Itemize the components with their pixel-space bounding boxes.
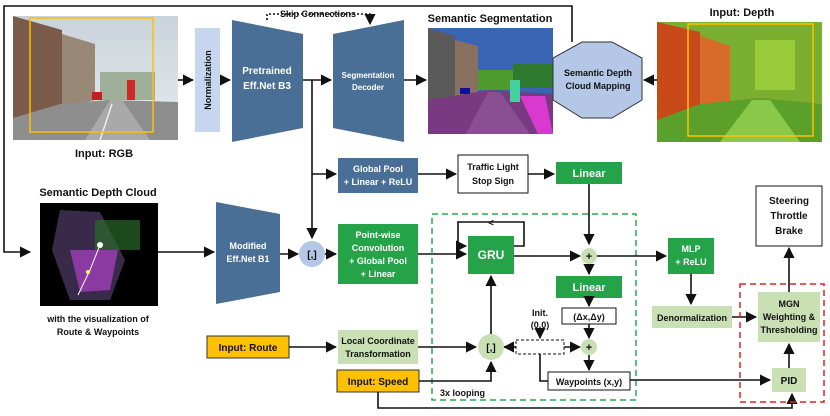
pointwise-label-line1: Point-wise: [355, 230, 400, 240]
traffic-light-block: Traffic Light Stop Sign: [457, 154, 529, 194]
seg-decoder-label-line2: Decoder: [352, 83, 384, 92]
denormalization-label: Denormalization: [657, 313, 727, 323]
gru-recurrent-loop: [455, 221, 525, 252]
skip-connection-line: [266, 13, 376, 26]
pid-block: PID: [772, 368, 806, 392]
init-label-line1: Init.: [532, 308, 548, 318]
segmentation-image: [428, 28, 553, 134]
local-coord-label-line1: Local Coordinate: [341, 336, 415, 346]
sdc-image: [40, 203, 158, 306]
control-output-block: Steering Throttle Brake: [755, 185, 823, 247]
pretrained-label-line2: Eff.Net B3: [243, 81, 291, 92]
normalization-label: Normalization: [203, 50, 213, 110]
modified-label-line2: Eff.Net B1: [226, 254, 269, 264]
concat-bottom-label: [,]: [486, 343, 495, 354]
segmentation-decoder: Segmentation Decoder: [333, 20, 404, 142]
pretrained-encoder: Pretrained Eff.Net B3: [232, 20, 303, 142]
mgn-label-line1: MGN: [779, 299, 800, 309]
loop-region: [431, 213, 637, 401]
mgn-block: MGN Weighting & Thresholding: [758, 292, 820, 342]
depth-to-sdc-line: [3, 5, 573, 258]
linear-mid-label: Linear: [572, 282, 606, 294]
local-coord-label-line2: Transformation: [345, 349, 411, 359]
normalization-block: Normalization: [195, 28, 220, 132]
init-dashed-box: [515, 339, 565, 355]
speed-to-pid-line: [377, 392, 798, 409]
loop-arrow-glyph: <: [488, 218, 494, 229]
plus-top-label: +: [586, 251, 592, 263]
traffic-light-label-line1: Traffic Light: [467, 162, 519, 172]
gru-label: GRU: [478, 248, 505, 262]
depth-image: [657, 22, 822, 142]
sdc-caption-line1: with the visualization of: [46, 314, 150, 324]
plus-bottom-node: +: [581, 339, 597, 355]
global-pool-block: Global Pool + Linear + ReLU: [338, 158, 418, 193]
global-pool-label-line2: + Linear + ReLU: [344, 177, 413, 187]
pointwise-label-line2: Convolution: [352, 243, 405, 253]
delta-box: (Δx,Δy): [561, 307, 617, 325]
input-route-block: Input: Route: [206, 335, 290, 359]
mgn-label-line2: Weighting &: [763, 312, 816, 322]
traffic-light-label-line2: Stop Sign: [472, 176, 514, 186]
gru-block: GRU: [468, 236, 514, 274]
skip-connections-label: Skip Connections: [280, 9, 356, 19]
linear-top-label: Linear: [572, 168, 606, 180]
linear-top-block: Linear: [556, 162, 622, 184]
seg-decoder-label-line1: Segmentation: [342, 71, 395, 80]
init-label-line2: (0,0): [531, 320, 550, 330]
semantic-segmentation-title: Semantic Segmentation: [428, 13, 553, 25]
pointwise-label-line4: + Linear: [361, 269, 396, 279]
input-speed-label: Input: Speed: [348, 377, 409, 388]
mgn-label-line3: Thresholding: [761, 325, 818, 335]
sdc-caption-line2: Route & Waypoints: [57, 327, 139, 337]
modified-label-line1: Modified: [230, 241, 267, 251]
delta-label: (Δx,Δy): [573, 312, 604, 322]
input-route-label: Input: Route: [219, 343, 278, 354]
input-depth-title: Input: Depth: [710, 7, 775, 19]
pretrained-label-line1: Pretrained: [242, 66, 291, 77]
concat-bottom-node: [,]: [478, 334, 504, 360]
mgn-region: [739, 283, 825, 403]
pid-label: PID: [781, 376, 798, 387]
sdc-mapping-label-line1: Semantic Depth: [564, 68, 632, 78]
global-pool-label-line1: Global Pool: [353, 164, 403, 174]
sdc-mapping-label-line2: Cloud Mapping: [566, 81, 631, 91]
plus-bottom-label: +: [586, 342, 592, 354]
looping-label: 3x looping: [440, 388, 485, 398]
steering-label: Steering: [769, 196, 809, 207]
waypoints-label: Waypoints (x,y): [556, 377, 622, 387]
plus-top-node: +: [581, 248, 597, 264]
denormalization-block: Denormalization: [652, 306, 732, 328]
concat-top-node: [,]: [299, 241, 325, 267]
modified-encoder: Modified Eff.Net B1: [216, 202, 280, 304]
throttle-label: Throttle: [770, 211, 808, 222]
mlp-label-line1: MLP: [682, 244, 701, 254]
mlp-block: MLP + ReLU: [668, 238, 714, 274]
mlp-label-line2: + ReLU: [675, 257, 706, 267]
concat-top-label: [,]: [307, 250, 316, 261]
linear-mid-block: Linear: [556, 276, 622, 298]
pointwise-label-line3: + Global Pool: [349, 256, 407, 266]
brake-label: Brake: [775, 226, 803, 237]
semantic-depth-cloud-title: Semantic Depth Cloud: [39, 187, 156, 199]
input-speed-block: Input: Speed: [336, 369, 420, 393]
semantic-depth-cloud-mapping: Semantic Depth Cloud Mapping: [552, 41, 643, 119]
local-coordinate-block: Local Coordinate Transformation: [338, 330, 418, 364]
pointwise-block: Point-wise Convolution + Global Pool + L…: [338, 224, 418, 284]
input-rgb-label: Input: RGB: [75, 148, 133, 160]
rgb-image: [13, 16, 178, 141]
speed-to-concat-arrow: [419, 360, 497, 382]
waypoints-box: Waypoints (x,y): [547, 371, 631, 391]
